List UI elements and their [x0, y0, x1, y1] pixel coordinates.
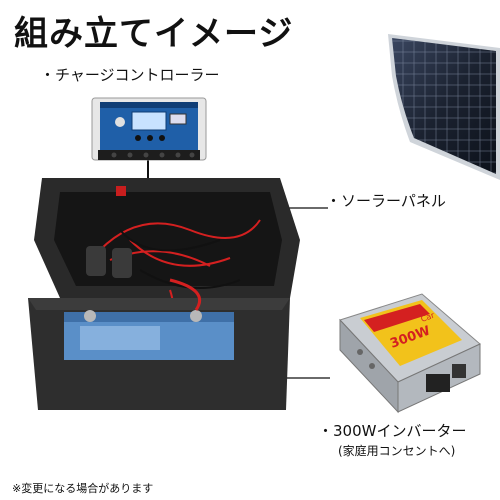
charge-controller-image	[91, 97, 207, 161]
page-title: 組み立てイメージ	[14, 14, 294, 54]
inverter-note: (家庭用コンセントへ)	[338, 444, 456, 458]
solar-panel-image	[388, 34, 500, 180]
solar-panel-label: ・ソーラーパネル	[326, 192, 446, 210]
disclaimer-note: ※変更になる場合があります	[12, 482, 154, 495]
inverter-label: ・300Wインバーター	[318, 422, 467, 440]
battery-box-image	[28, 178, 300, 410]
charge-controller-label: ・チャージコントローラー	[40, 66, 220, 84]
inverter-image: 300W Car	[339, 293, 481, 414]
